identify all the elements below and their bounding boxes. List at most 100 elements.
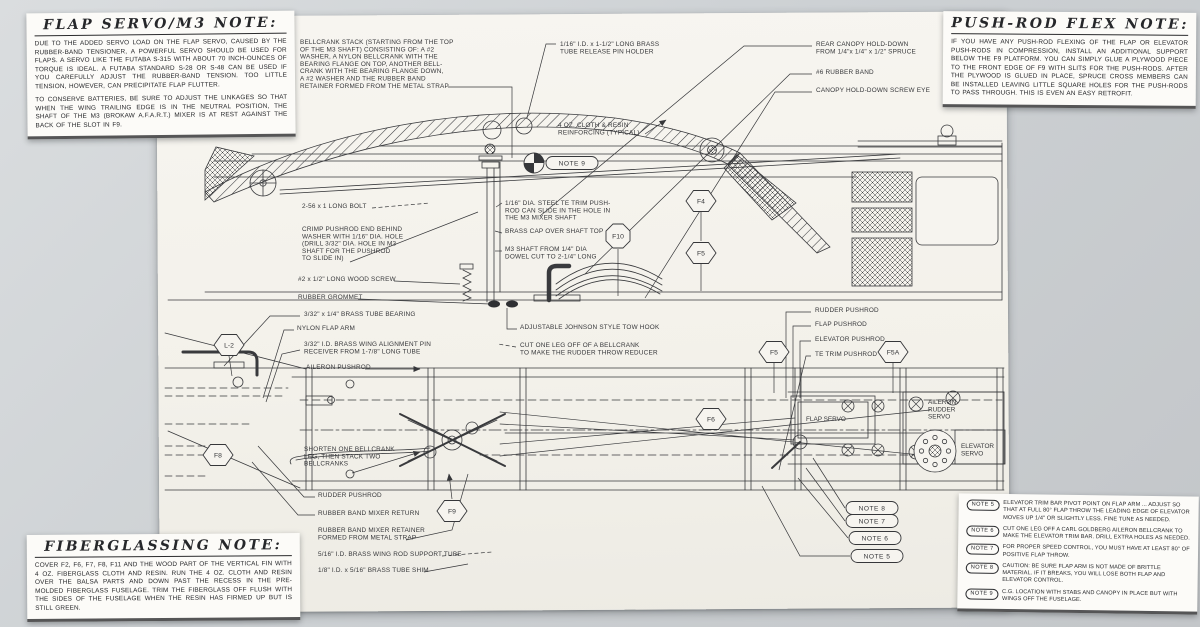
label-flap-servo: FLAP SERVO bbox=[806, 416, 846, 423]
callout-text-rubber-grommet: RUBBER GROMMET bbox=[298, 294, 363, 301]
note-8-text: CAUTION: BE SURE FLAP ARM IS NOT MADE OF… bbox=[1002, 562, 1166, 585]
push-rod-flex-note-card: PUSH-ROD FLEX NOTE: IF YOU HAVE ANY PUSH… bbox=[942, 11, 1197, 109]
part-marker-f5-5: F5 bbox=[758, 341, 790, 393]
callout-text-aileron-pushrod: AILERON PUSHROD bbox=[306, 364, 371, 371]
note-9-text: C.G. LOCATION WITH STABS AND CANOPY IN P… bbox=[1001, 588, 1178, 603]
note-tag-note-9: NOTE 9 bbox=[523, 152, 599, 174]
flap-servo-note-card: FLAP SERVO/M3 NOTE: DUE TO THE ADDED SER… bbox=[26, 10, 296, 140]
svg-text:F5: F5 bbox=[770, 349, 778, 356]
note-row-8: NOTE 8 CAUTION: BE SURE FLAP ARM IS NOT … bbox=[965, 562, 1190, 587]
callout-te-trim-pushrod-right: TE TRIM PUSHROD bbox=[778, 351, 877, 471]
note-9-tag: NOTE 9 bbox=[965, 588, 999, 600]
fiberglassing-note-title: FIBERGLASSING NOTE: bbox=[34, 537, 292, 558]
svg-text:F6: F6 bbox=[707, 416, 715, 423]
part-marker-f8-4: F8 bbox=[202, 444, 234, 466]
callout-rudder-pushrod-right: RUDDER PUSHROD bbox=[785, 307, 879, 398]
part-marker-f5-2: F5 bbox=[685, 242, 717, 291]
callout-aileron-pushrod: AILERON PUSHROD bbox=[306, 364, 421, 372]
note-row-6: NOTE 6 CUT ONE LEG OFF A CARL GOLDBERG A… bbox=[966, 525, 1190, 543]
part-marker-l-2-3: L-2 bbox=[213, 334, 245, 377]
callout-rudder-pushrod-bottom: RUDDER PUSHROD bbox=[257, 445, 382, 499]
flap-servo-note-title: FLAP SERVO/M3 NOTE: bbox=[34, 14, 287, 37]
note-tag-note-5: NOTE 5 bbox=[761, 485, 904, 563]
svg-text:NOTE 8: NOTE 8 bbox=[859, 505, 886, 512]
numbered-notes-card: NOTE 5 ELEVATOR TRIM BAR PIVOT POINT ON … bbox=[957, 493, 1199, 615]
callout-text-wood-screw: #2 x 1/2" LONG WOOD SCREW bbox=[298, 276, 397, 283]
svg-text:F5: F5 bbox=[697, 250, 705, 257]
callout-text-rudder-pushrod-bottom: RUDDER PUSHROD bbox=[318, 492, 382, 499]
callout-text-nylon-flap-arm: NYLON FLAP ARM bbox=[297, 325, 355, 332]
push-rod-flex-note-title: PUSH-ROD FLEX NOTE: bbox=[951, 15, 1189, 36]
callout-brass-tube-bearing: 3/32" x 1/4" BRASS TUBE BEARING bbox=[223, 311, 416, 367]
note-7-text: FOR PROPER SPEED CONTROL, YOU MUST HAVE … bbox=[1002, 544, 1190, 559]
callout-brass-cap: BRASS CAP OVER SHAFT TOP bbox=[494, 228, 603, 235]
callout-text-rudder-pushrod-right: RUDDER PUSHROD bbox=[815, 307, 879, 314]
flap-servo-note-paragraph-2: TO CONSERVE BATTERIES, BE SURE TO ADJUST… bbox=[35, 93, 288, 129]
callout-text-elevator-pushrod-right: ELEVATOR PUSHROD bbox=[815, 336, 885, 343]
note-7-tag: NOTE 7 bbox=[965, 543, 999, 556]
drawing-skeleton bbox=[164, 112, 1006, 491]
callout-te-trim-steel-rod: 1/16" DIA. STEEL TE TRIM PUSH-ROD CAN SL… bbox=[495, 200, 610, 222]
note-row-7: NOTE 7 FOR PROPER SPEED CONTROL, YOU MUS… bbox=[965, 543, 1190, 562]
svg-text:NOTE 7: NOTE 7 bbox=[859, 518, 886, 525]
part-marker-f5a-6: F5A bbox=[877, 341, 909, 393]
callout-text-mixer-return: RUBBER BAND MIXER RETURN bbox=[318, 510, 420, 517]
callout-text-te-trim-pushrod-right: TE TRIM PUSHROD bbox=[815, 351, 877, 358]
callout-wood-screw: #2 x 1/2" LONG WOOD SCREW bbox=[298, 276, 461, 285]
callout-text-te-trim-steel-rod: 1/16" DIA. STEEL TE TRIM PUSH-ROD CAN SL… bbox=[505, 200, 610, 222]
svg-text:F5A: F5A bbox=[887, 349, 900, 356]
callout-canopy-screw-eye: CANOPY HOLD-DOWN SCREW EYE bbox=[644, 87, 930, 299]
callout-flap-pushrod-right: FLAP PUSHROD bbox=[792, 321, 867, 398]
svg-text:NOTE 9: NOTE 9 bbox=[559, 160, 586, 167]
callout-text-wing-rod-support-tube: 5/16" I.D. BRASS WING ROD SUPPORT TUBE bbox=[318, 551, 462, 558]
part-marker-f9-8: F9 bbox=[436, 473, 468, 522]
callout-wing-rod-support-tube: 5/16" I.D. BRASS WING ROD SUPPORT TUBE bbox=[318, 551, 493, 558]
note-tag-note-6: NOTE 6 bbox=[797, 477, 902, 545]
svg-text:L-2: L-2 bbox=[224, 342, 234, 349]
fiberglassing-note-paragraph: COVER F2, F6, F7, F8, F11 AND THE WOOD P… bbox=[34, 560, 293, 612]
svg-text:NOTE 6: NOTE 6 bbox=[862, 535, 889, 542]
callout-text-canopy-screw-eye: CANOPY HOLD-DOWN SCREW EYE bbox=[816, 87, 930, 94]
svg-text:NOTE 5: NOTE 5 bbox=[864, 553, 891, 560]
note-6-text: CUT ONE LEG OFF A CARL GOLDBERG AILERON … bbox=[1002, 525, 1190, 542]
note-6-tag: NOTE 6 bbox=[966, 525, 999, 537]
part-marker-f10-1: F10 bbox=[605, 223, 631, 296]
part-marker-f4-0: F4 bbox=[685, 190, 717, 241]
note-tag-note-7: NOTE 7 bbox=[805, 467, 899, 528]
callout-nylon-flap-arm: NYLON FLAP ARM bbox=[262, 325, 355, 399]
callout-text-brass-tube-shim: 1/8" I.D. x 5/16" BRASS TUBE SHIM bbox=[318, 567, 429, 574]
callout-brass-tube-shim: 1/8" I.D. x 5/16" BRASS TUBE SHIM bbox=[318, 563, 469, 574]
note-row-5: NOTE 5 ELEVATOR TRIM BAR PIVOT POINT ON … bbox=[966, 499, 1190, 524]
note-8-tag: NOTE 8 bbox=[965, 562, 999, 574]
callout-text-brass-tube-bearing: 3/32" x 1/4" BRASS TUBE BEARING bbox=[304, 311, 416, 318]
callout-text-flap-pushrod-right: FLAP PUSHROD bbox=[815, 321, 867, 328]
fiberglassing-note-card: FIBERGLASSING NOTE: COVER F2, F6, F7, F8… bbox=[26, 533, 301, 623]
note-tag-note-8: NOTE 8 bbox=[812, 457, 899, 515]
callout-text-long-bolt: 2-56 x 1 LONG BOLT bbox=[302, 203, 367, 210]
callout-text-brass-cap: BRASS CAP OVER SHAFT TOP bbox=[505, 228, 603, 235]
note-5-text: ELEVATOR TRIM BAR PIVOT POINT ON FLAP AR… bbox=[1003, 499, 1190, 523]
svg-text:F10: F10 bbox=[612, 233, 624, 240]
callout-mixer-return: RUBBER BAND MIXER RETURN bbox=[251, 461, 420, 517]
